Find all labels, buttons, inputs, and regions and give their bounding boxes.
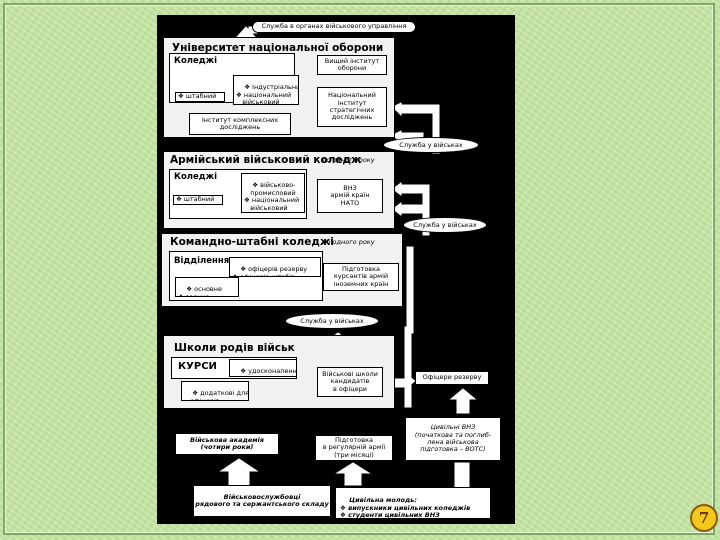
nato-text: ВНЗ армій країн НАТО (330, 183, 370, 207)
course-types-text: ❖ удосконалення ❖ перепідготовки (232, 367, 297, 376)
institute-box: Інститут комплексних досліджень (189, 113, 291, 135)
command-duration: до одного року (322, 238, 375, 246)
army-types-text: ❖ військово- промисловий ❖ національний … (244, 181, 300, 212)
civil-vnz-box: Цивільні ВНЗ (початкова та поглиб- лена … (405, 417, 501, 461)
higher-institute-text: Вищий інститут оборони (324, 56, 380, 72)
slide-frame (3, 3, 715, 535)
university-types-text: ❖ індустріальний ❖ національний військов… (236, 83, 298, 105)
service-1-text: Служба у військах (399, 141, 463, 149)
army-duration: до одного року (322, 156, 375, 164)
higher-institute-box: Вищий інститут оборони (317, 55, 387, 75)
army-staff-text: ❖ штабний (176, 195, 215, 203)
academy-box: Військова академія (чотири роки) (175, 433, 279, 455)
command-title: Командно-штабні коледжі (170, 236, 334, 248)
volunteers-box: Військовослужбовці рядового та сержантсь… (193, 485, 331, 517)
army-types-box: ❖ військово- промисловий ❖ національний … (241, 173, 305, 213)
army-title: Армійський військовий коледж (170, 154, 362, 166)
civil-youth-text: Цивільна молодь: ❖ випускники цивільних … (340, 496, 471, 519)
volunteers-text: Військовослужбовці рядового та сержантсь… (195, 492, 329, 508)
service-3-text: Служба у військах (300, 317, 364, 325)
connector-civil-vnz (454, 462, 470, 488)
connector-right-vertical (404, 326, 412, 408)
arrow-up-regular (335, 462, 371, 486)
service-ellipse-3: Служба у військах (285, 313, 379, 329)
national-institute-box: Національний інститут стратегічних дослі… (317, 87, 387, 127)
civil-vnz-text: Цивільні ВНЗ (початкова та поглиб- лена … (414, 423, 492, 454)
service-2-text: Служба у військах (413, 221, 477, 229)
course-types-box: ❖ удосконалення ❖ перепідготовки (229, 359, 297, 377)
academy-text: Військова академія (чотири роки) (190, 435, 264, 451)
command-types-text: ❖ офіцерів резерву ❖ офіцерів штабів (232, 265, 308, 277)
arrow-up-academy (219, 458, 259, 486)
reserve-officers-text: Офіцери резерву (422, 373, 482, 382)
regular-army-box: Підготовка в регулярній армії (три місяц… (315, 435, 393, 461)
nato-box: ВНЗ армій країн НАТО (317, 179, 383, 213)
top-service-box: Служба в органах військового управління (252, 21, 416, 33)
schools-title: Школи родів військ (174, 342, 295, 354)
command-basic-box: ❖ основне ❖ заочне (175, 277, 239, 297)
civil-youth-box: Цивільна молодь: ❖ випускники цивільних … (335, 487, 491, 519)
national-institute-text: Національний інститут стратегічних дослі… (328, 91, 376, 122)
regular-army-text: Підготовка в регулярній армії (три місяц… (322, 435, 386, 459)
university-staff-box: ❖ штабний (175, 92, 225, 102)
connector-univ-vertical (432, 104, 440, 154)
command-basic-text: ❖ основне ❖ заочне (178, 285, 223, 297)
university-title: Університет національної оборони (172, 42, 384, 54)
military-education-diagram: Служба в органах військового управління … (157, 15, 515, 524)
candidate-schools-text: Військові школи кандидатів в офіцери (322, 369, 378, 393)
top-service-text: Служба в органах військового управління (261, 22, 407, 31)
connector-command-vertical (406, 246, 414, 334)
foreign-cadets-text: Підготовка курсантів армій іноземних кра… (333, 264, 389, 288)
connector-army-vertical (422, 184, 430, 236)
service-ellipse-1: Служба у військах (383, 137, 479, 153)
page-number-text: 7 (698, 509, 710, 527)
candidate-schools-box: Військові школи кандидатів в офіцери (317, 367, 383, 397)
service-ellipse-2: Служба у військах (403, 217, 487, 233)
command-departments-label: Відділення (174, 256, 230, 266)
university-types-box: ❖ індустріальний ❖ національний військов… (233, 75, 299, 105)
university-staff-text: ❖ штабний (178, 92, 217, 100)
bar-univ-1 (400, 104, 434, 114)
institute-text: Інститут комплексних досліджень (201, 115, 279, 131)
bar-army-1 (400, 184, 424, 194)
university-colleges-label: Коледжі (174, 56, 218, 66)
extra-officers-box: ❖ додаткові для офіцерів (181, 381, 249, 401)
page-number-badge: 7 (690, 504, 718, 532)
bar-army-2 (400, 204, 424, 214)
arrow-up-reserve (449, 388, 477, 414)
reserve-officers-box: Офіцери резерву (415, 371, 489, 385)
extra-officers-text: ❖ додаткові для офіцерів (190, 389, 249, 401)
command-types-box: ❖ офіцерів резерву ❖ офіцерів штабів (229, 257, 321, 277)
army-staff-box: ❖ штабний (173, 195, 223, 205)
foreign-cadets-box: Підготовка курсантів армій іноземних кра… (323, 263, 399, 291)
army-colleges-label: Коледжі (174, 172, 218, 182)
courses-label: КУРСИ (178, 361, 217, 372)
